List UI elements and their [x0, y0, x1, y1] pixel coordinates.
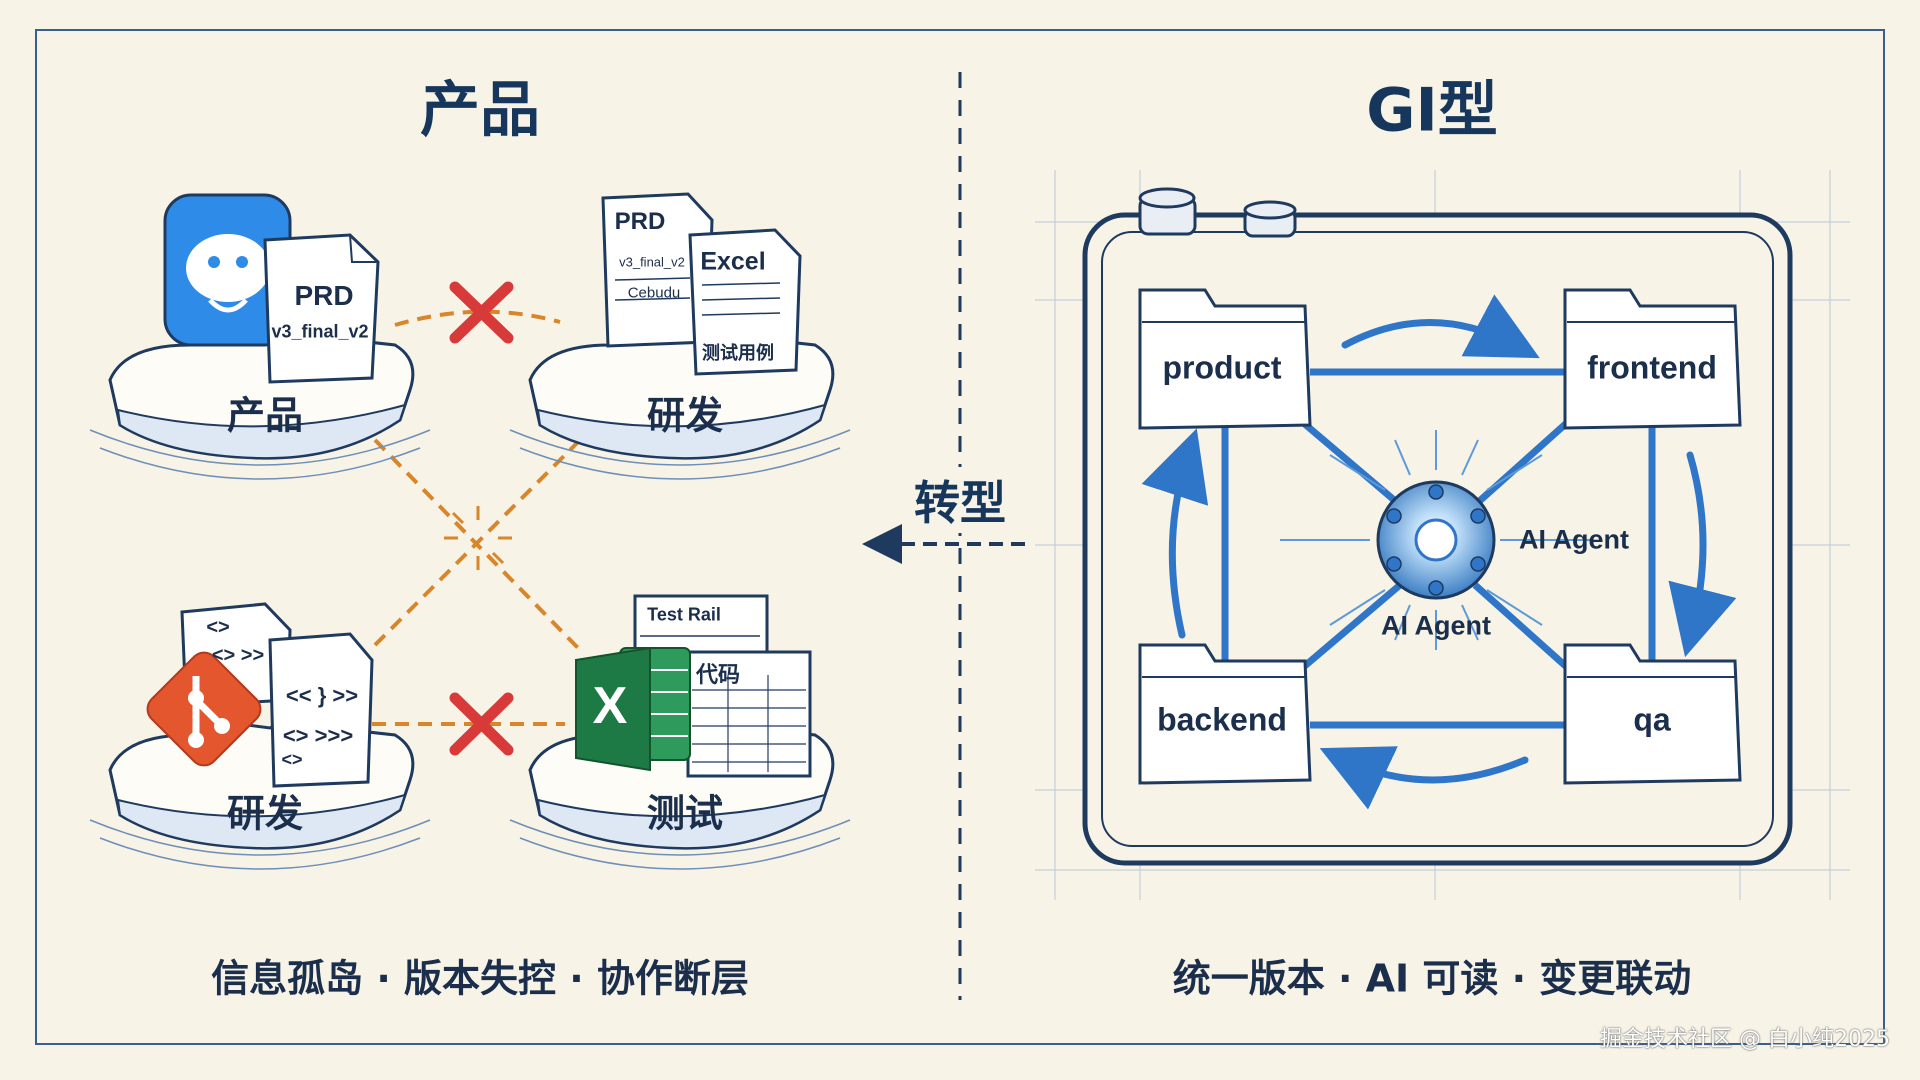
- code-line: <> >>>: [282, 723, 354, 748]
- excel-icon: [575, 646, 691, 772]
- code-doc-icon: [268, 632, 374, 788]
- agent-label: AI Agent: [1519, 524, 1629, 555]
- red-x-icon: [449, 692, 514, 756]
- doc-prd-label: PRD: [294, 280, 354, 311]
- outer-frame: [35, 29, 1885, 1045]
- folder-label-frontend: frontend: [1587, 349, 1717, 386]
- doc-version-label: v3_final_v2: [271, 321, 369, 342]
- doc-testrail-label: Test Rail: [647, 604, 721, 625]
- git-icon: [146, 651, 262, 767]
- folder-label-backend: backend: [1157, 701, 1287, 738]
- excel-letter: X: [592, 677, 628, 735]
- broken-links: [368, 309, 582, 726]
- hub-rays: [1280, 430, 1590, 650]
- feishu-bird-icon: [163, 193, 292, 347]
- doc-excel-label: Excel: [700, 247, 766, 276]
- transition-label: 转型: [908, 467, 1012, 533]
- code-line: << } >>: [285, 683, 359, 708]
- code-line: <>: [281, 749, 303, 770]
- code-line: <>: [206, 616, 230, 639]
- right-caption: 统一版本 · AI 可读 · 变更联动: [1172, 956, 1692, 1001]
- doc-prd-label: PRD: [614, 208, 666, 235]
- folder-frontend: [1563, 288, 1742, 430]
- folder-label-qa: qa: [1633, 701, 1671, 738]
- folder-qa: [1563, 643, 1742, 785]
- right-title: GI型: [1366, 75, 1498, 146]
- code-sheet-icon: [686, 650, 812, 778]
- folder-links: [1221, 368, 1656, 729]
- doc-garbled-label: Cebudu: [627, 284, 681, 302]
- folder-product: [1138, 288, 1312, 430]
- flow-arrows: [1141, 294, 1737, 810]
- burst-icon: [444, 506, 512, 570]
- left-caption: 信息孤岛 · 版本失控 · 协作断层: [211, 956, 749, 1001]
- island-label-product: 产品: [226, 393, 304, 438]
- prd-doc-icon: [263, 233, 380, 384]
- excel-doc-icon: [688, 228, 802, 376]
- doc-version-label: v3_final_v2: [619, 254, 685, 270]
- red-x-icon: [449, 281, 514, 344]
- folder-label-product: product: [1162, 349, 1282, 386]
- left-title: 产品: [420, 75, 540, 146]
- agent-label: AI Agent: [1381, 610, 1491, 641]
- code-line: <> >>: [211, 644, 265, 667]
- island-label-dev-bottom: 研发: [226, 791, 304, 836]
- doc-testcase-label: 测试用例: [702, 343, 774, 363]
- island-label-test: 测试: [646, 791, 724, 836]
- watermark: 掘金技术社区 @ 白小纯2025: [1600, 1027, 1890, 1052]
- doc-code-label: 代码: [695, 662, 741, 687]
- ai-hub-icon: [1376, 480, 1496, 600]
- folder-backend: [1138, 643, 1312, 785]
- island-label-dev-top: 研发: [646, 393, 724, 438]
